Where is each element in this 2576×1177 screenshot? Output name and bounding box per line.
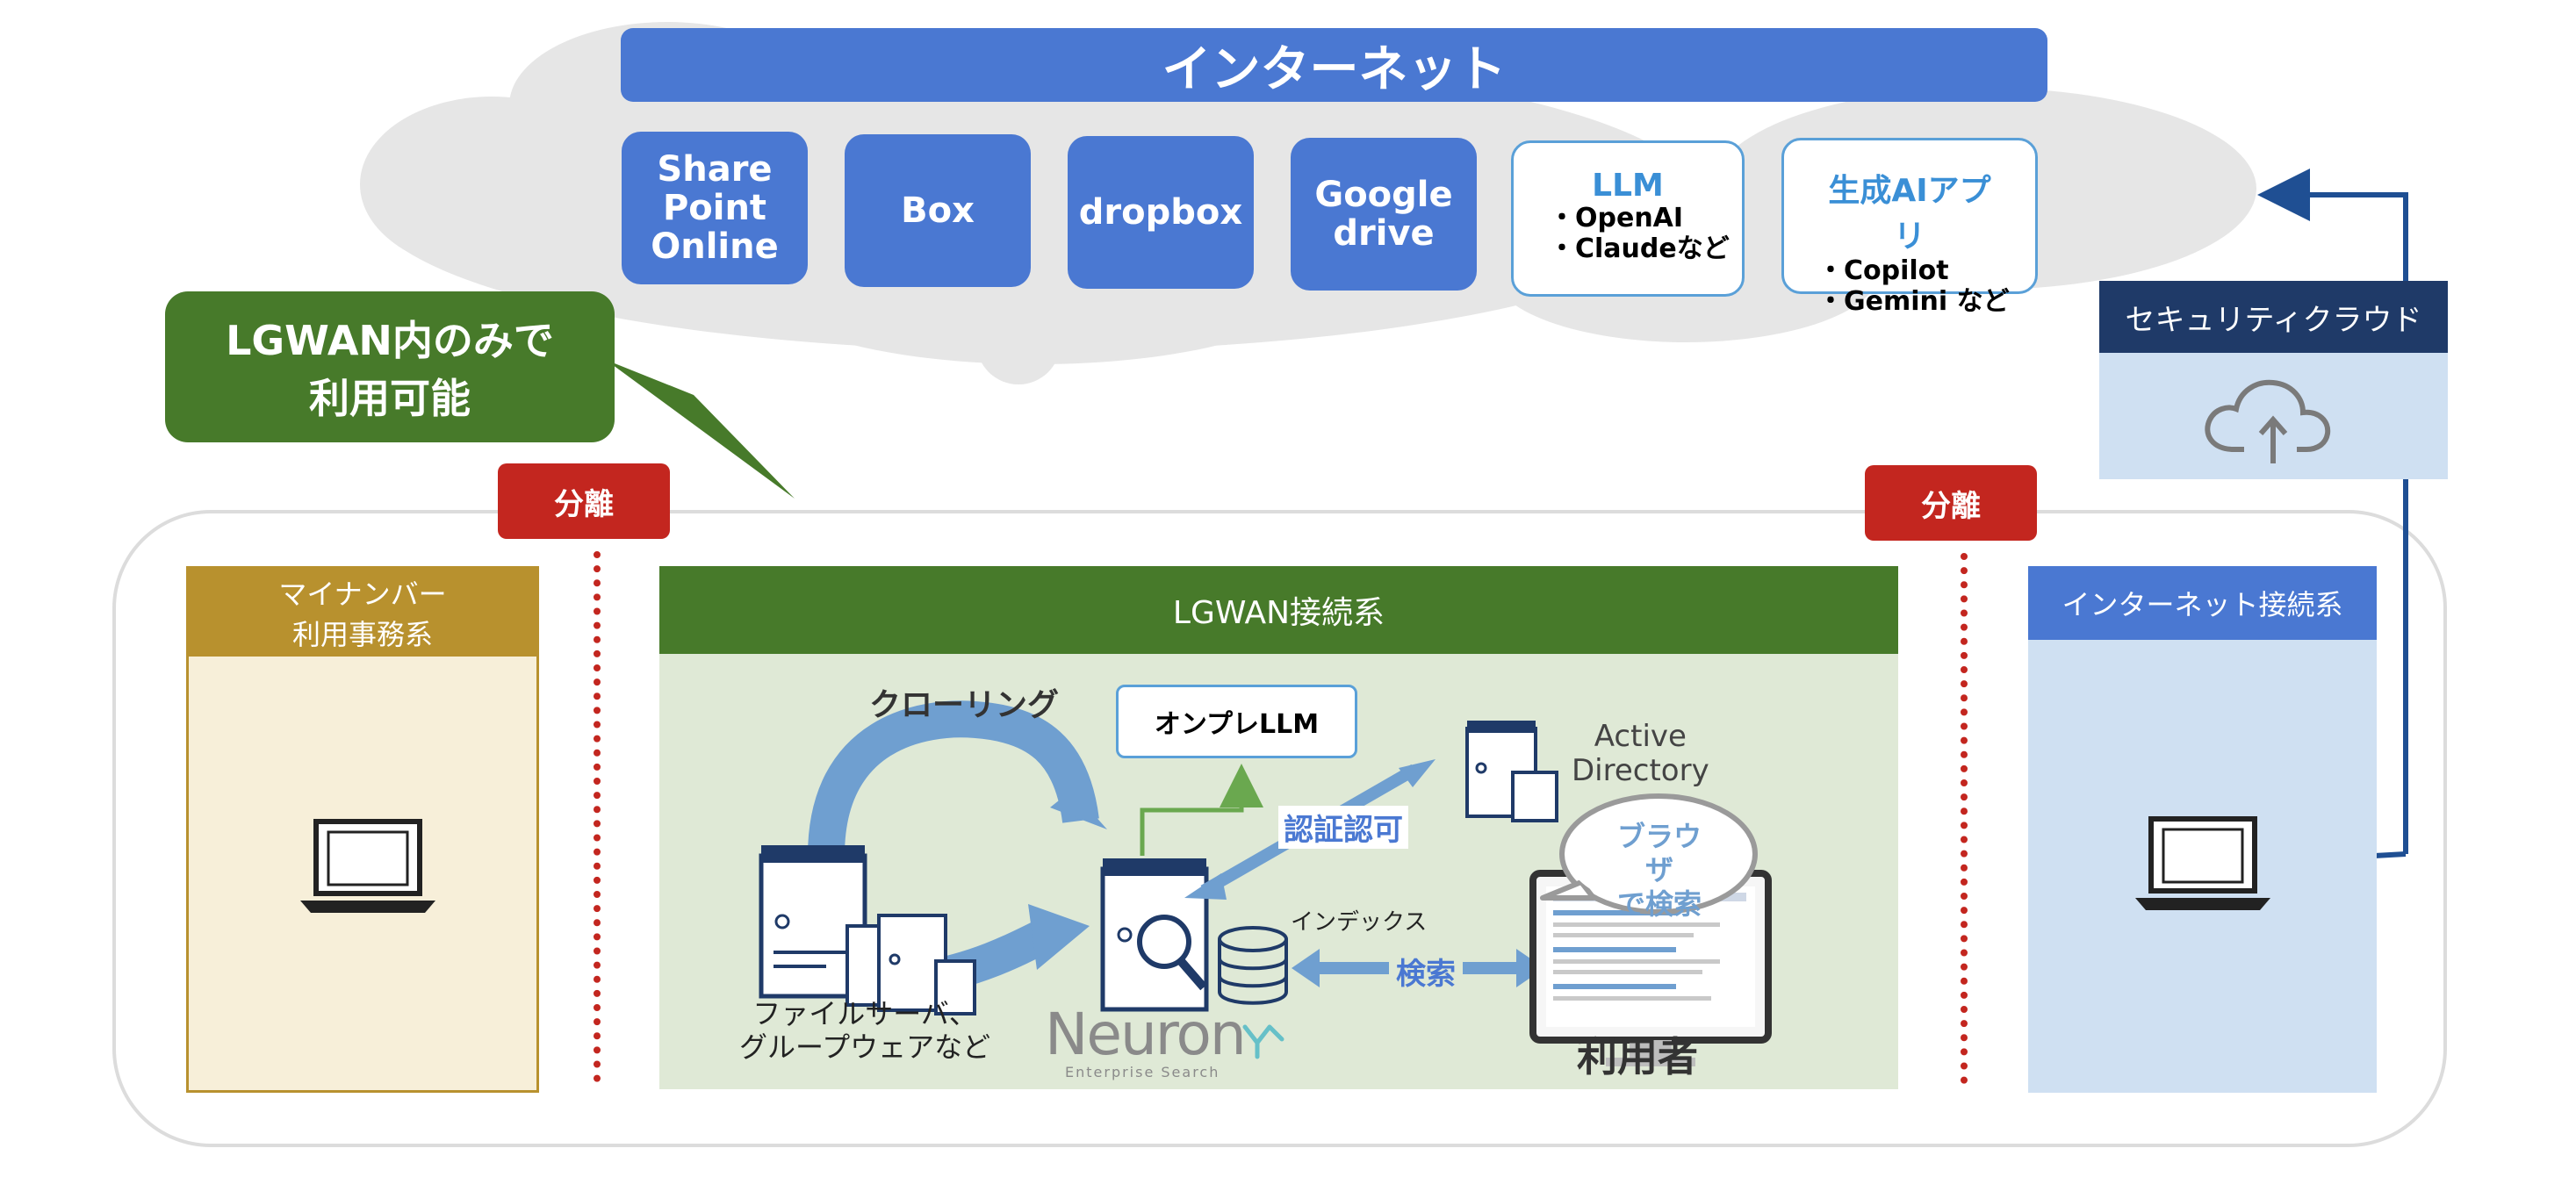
- lgwan-diagram: [759, 700, 1772, 1066]
- search-label: 検索: [1389, 950, 1463, 993]
- security-cloud-box: セキュリティクラウド: [2099, 281, 2448, 479]
- neuron-server-icon: [1100, 858, 1209, 1012]
- internet-connected-header: インターネット接続系: [2028, 566, 2377, 640]
- callout-line2: 利用可能: [309, 375, 471, 422]
- bubble-text: ブラウザ で検索: [1616, 820, 1702, 921]
- active-directory-server-icon: [1465, 721, 1558, 822]
- tile-box[interactable]: Box: [845, 134, 1031, 287]
- user-label: 利用者: [1577, 1033, 1698, 1080]
- tile-sharepoint-online[interactable]: Share Point Online: [622, 132, 808, 284]
- tile-dropbox[interactable]: dropbox: [1068, 136, 1254, 289]
- laptop-icon: [300, 819, 435, 913]
- genai-title: 生成AIアプリ: [1828, 173, 1991, 255]
- separator-line-left: [594, 551, 601, 1082]
- separator-badge-left: 分離: [498, 463, 670, 539]
- index-label: インデックス: [1291, 909, 1428, 936]
- file-server-icon: [759, 845, 976, 1016]
- genai-item-copilot: ・Copilot: [1817, 255, 1949, 286]
- llm-item-claude: ・Claudeなど: [1549, 233, 1730, 264]
- mynumber-line2: 利用事務系: [291, 618, 433, 651]
- callout-tail: [606, 360, 795, 499]
- mynumber-header: マイナンバー 利用事務系: [189, 569, 536, 657]
- neuron-logo: Neuron: [1045, 1001, 1247, 1068]
- internet-title-bar: インターネット: [621, 28, 2047, 102]
- file-server-label: ファイルサーバ、 グループウェアなど: [739, 997, 991, 1065]
- tile-google-drive[interactable]: Google drive: [1291, 138, 1477, 291]
- browser-search-bubble: [1540, 793, 1758, 915]
- crawling-arrow: [808, 700, 1099, 857]
- tile-llm[interactable]: LLM ・OpenAI ・Claudeなど: [1511, 140, 1745, 297]
- separator-line-right: [1961, 553, 1968, 1084]
- neuron-logo-subtitle: Enterprise Search: [1065, 1064, 1220, 1080]
- internet-connected-zone: インターネット接続系: [2028, 566, 2377, 1093]
- genai-item-gemini: ・Gemini など: [1817, 285, 2010, 317]
- llm-title: LLM: [1592, 168, 1664, 204]
- internet-title: インターネット: [1162, 40, 1507, 98]
- neuron-logo-mark-icon: [1242, 1024, 1284, 1059]
- auth-label: 認証認可: [1278, 806, 1408, 849]
- tile-genai-apps[interactable]: 生成AIアプリ ・Copilot ・Gemini など: [1781, 138, 2038, 316]
- security-connector-top: [2257, 169, 2408, 854]
- mynumber-zone: マイナンバー 利用事務系: [186, 566, 539, 1093]
- cloud-upload-icon: [2205, 379, 2331, 463]
- llm-item-openai: ・OpenAI: [1549, 203, 1684, 233]
- mynumber-line1: マイナンバー: [278, 578, 447, 611]
- lgwan-header: LGWAN接続系: [659, 566, 1898, 654]
- laptop-icon: [2135, 816, 2270, 910]
- security-cloud-title: セキュリティクラウド: [2099, 281, 2448, 353]
- llm-connector: [1140, 764, 1263, 856]
- onprem-llm-box[interactable]: オンプレLLM: [1116, 685, 1357, 758]
- separator-badge-right: 分離: [1865, 465, 2037, 541]
- crawling-label: クローリング: [869, 687, 1060, 723]
- index-database-icon: [1218, 926, 1288, 1005]
- callout-line1: LGWAN内のみで: [226, 317, 554, 364]
- active-directory-label: Active Directory: [1572, 719, 1709, 789]
- network-container: [112, 510, 2447, 1147]
- lgwan-only-callout: LGWAN内のみで 利用可能: [165, 291, 615, 442]
